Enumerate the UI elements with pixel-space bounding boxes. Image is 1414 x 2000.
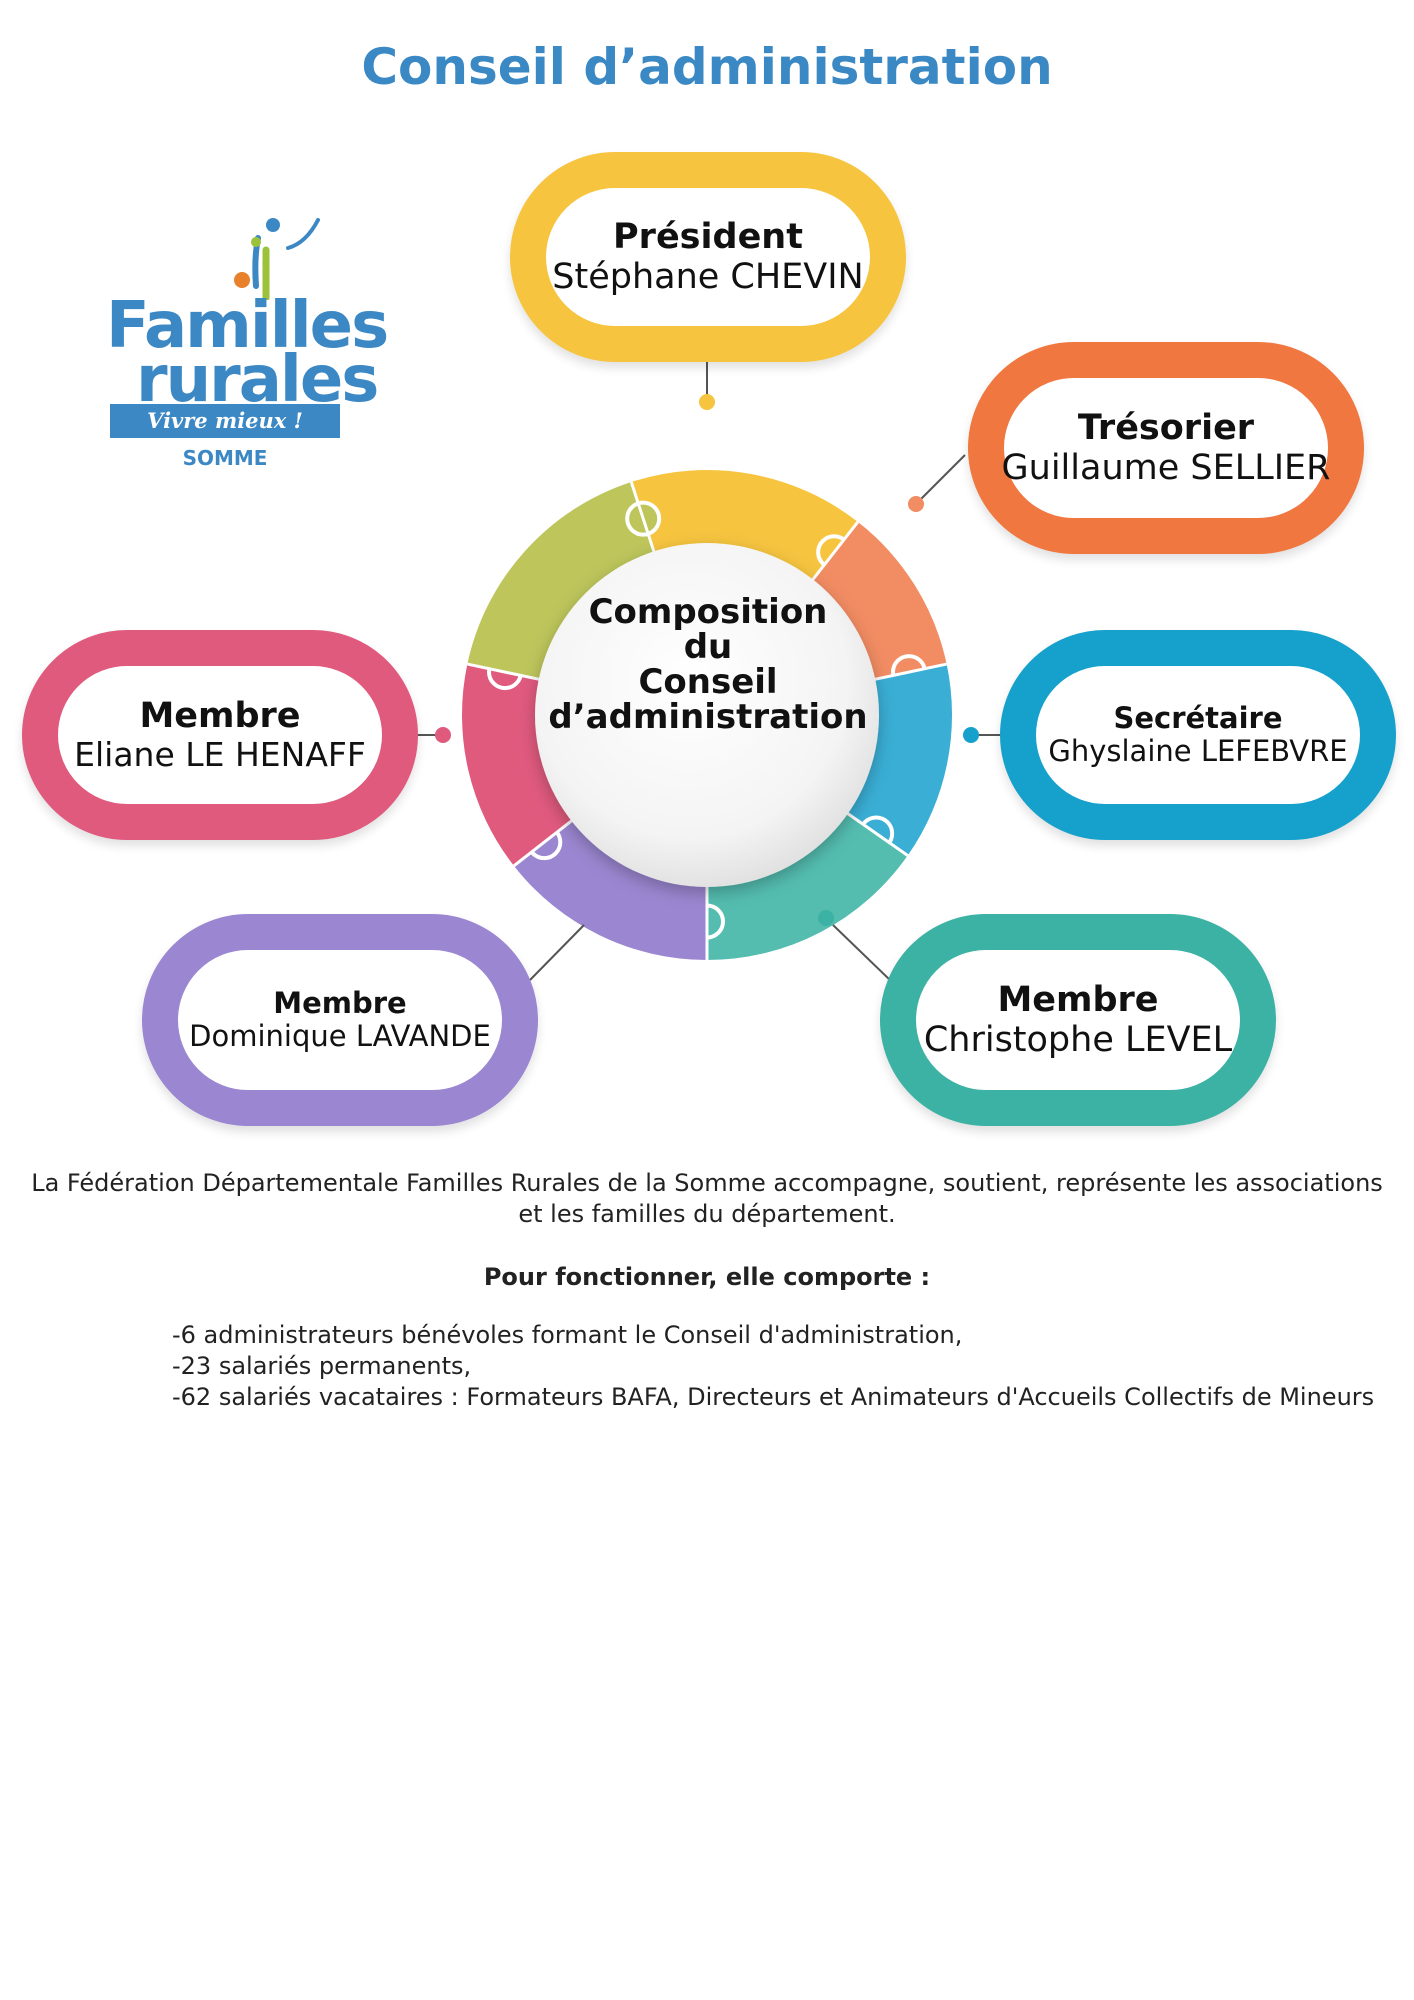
connector-secretaire — [963, 727, 1002, 743]
pill-secretaire: Secrétaire Ghyslaine LEFEBVRE — [1000, 630, 1396, 840]
ring-segment-olive — [467, 481, 656, 681]
connector-tresorier — [908, 454, 966, 512]
person-name: Christophe LEVEL — [923, 1020, 1233, 1060]
logo-figures-icon — [234, 218, 320, 300]
person-name: Stéphane CHEVIN — [552, 257, 864, 297]
composition-list: -6 administrateurs bénévoles formant le … — [172, 1320, 1392, 1413]
intro-paragraph: La Fédération Départementale Familles Ru… — [0, 1168, 1414, 1230]
logo-tagline: Vivre mieux ! — [110, 404, 340, 438]
pill-tresorier: Trésorier Guillaume SELLIER — [968, 342, 1364, 554]
center-line-1: Composition — [588, 592, 828, 632]
person-name: Ghyslaine LEFEBVRE — [1048, 734, 1348, 768]
pill-membre-henaff: Membre Eliane LE HENAFF — [22, 630, 418, 840]
connector-membre-lavande — [529, 910, 598, 981]
logo-word-1: Familles — [106, 289, 389, 363]
center-line-4: d’administration — [548, 697, 868, 737]
ring-segment-orange — [810, 521, 947, 681]
person-name: Eliane LE HENAFF — [74, 735, 366, 775]
composition-diagram — [412, 360, 1002, 981]
ring-segment-blue — [844, 664, 952, 856]
role-label: Trésorier — [1077, 407, 1255, 448]
logo-word-2: rurales — [136, 343, 379, 417]
role-label: Président — [613, 216, 803, 257]
center-label: Composition du Conseil d’administration — [538, 595, 878, 735]
center-disc — [535, 543, 879, 887]
list-item: -6 administrateurs bénévoles formant le … — [172, 1321, 963, 1349]
ring-separator — [871, 662, 947, 682]
ring-segment-pink — [462, 664, 575, 866]
intro-line-2: et les familles du département. — [518, 1200, 896, 1228]
connector-membre-level — [818, 910, 891, 981]
center-line-3: Conseil — [638, 662, 778, 702]
ring-segment-teal — [707, 811, 908, 960]
ring-separator — [513, 817, 576, 868]
role-label: Membre — [997, 979, 1159, 1020]
ring-separator — [629, 481, 657, 556]
role-label: Membre — [139, 695, 301, 736]
person-name: Guillaume SELLIER — [1001, 448, 1331, 488]
puzzle-ring — [462, 470, 952, 960]
pill-president: Président Stéphane CHEVIN — [510, 152, 906, 362]
familles-rurales-logo: Familles rurales Vivre mieux ! SOMME — [98, 210, 389, 480]
ring-separator — [809, 521, 860, 584]
person-name: Dominique LAVANDE — [189, 1019, 491, 1053]
center-line-2: du — [683, 627, 733, 667]
section-heading: Pour fonctionner, elle comporte : — [483, 1263, 931, 1291]
ring-segment-purple — [513, 818, 707, 960]
connector-president — [699, 360, 715, 410]
list-item: -62 salariés vacataires : Formateurs BAF… — [172, 1383, 1375, 1411]
pill-membre-level: Membre Christophe LEVEL — [880, 914, 1276, 1126]
page-title: Conseil d’administration — [361, 38, 1053, 96]
intro-line-1: La Fédération Départementale Familles Ru… — [31, 1169, 1383, 1197]
role-label: Secrétaire — [1113, 700, 1283, 735]
ring-separator — [843, 810, 909, 857]
logo-region: SOMME — [182, 446, 268, 470]
pill-membre-lavande: Membre Dominique LAVANDE — [142, 914, 538, 1126]
list-item: -23 salariés permanents, — [172, 1352, 472, 1380]
ring-separator — [467, 662, 543, 682]
ring-segment-yellow — [631, 470, 858, 583]
role-label: Membre — [273, 985, 407, 1020]
